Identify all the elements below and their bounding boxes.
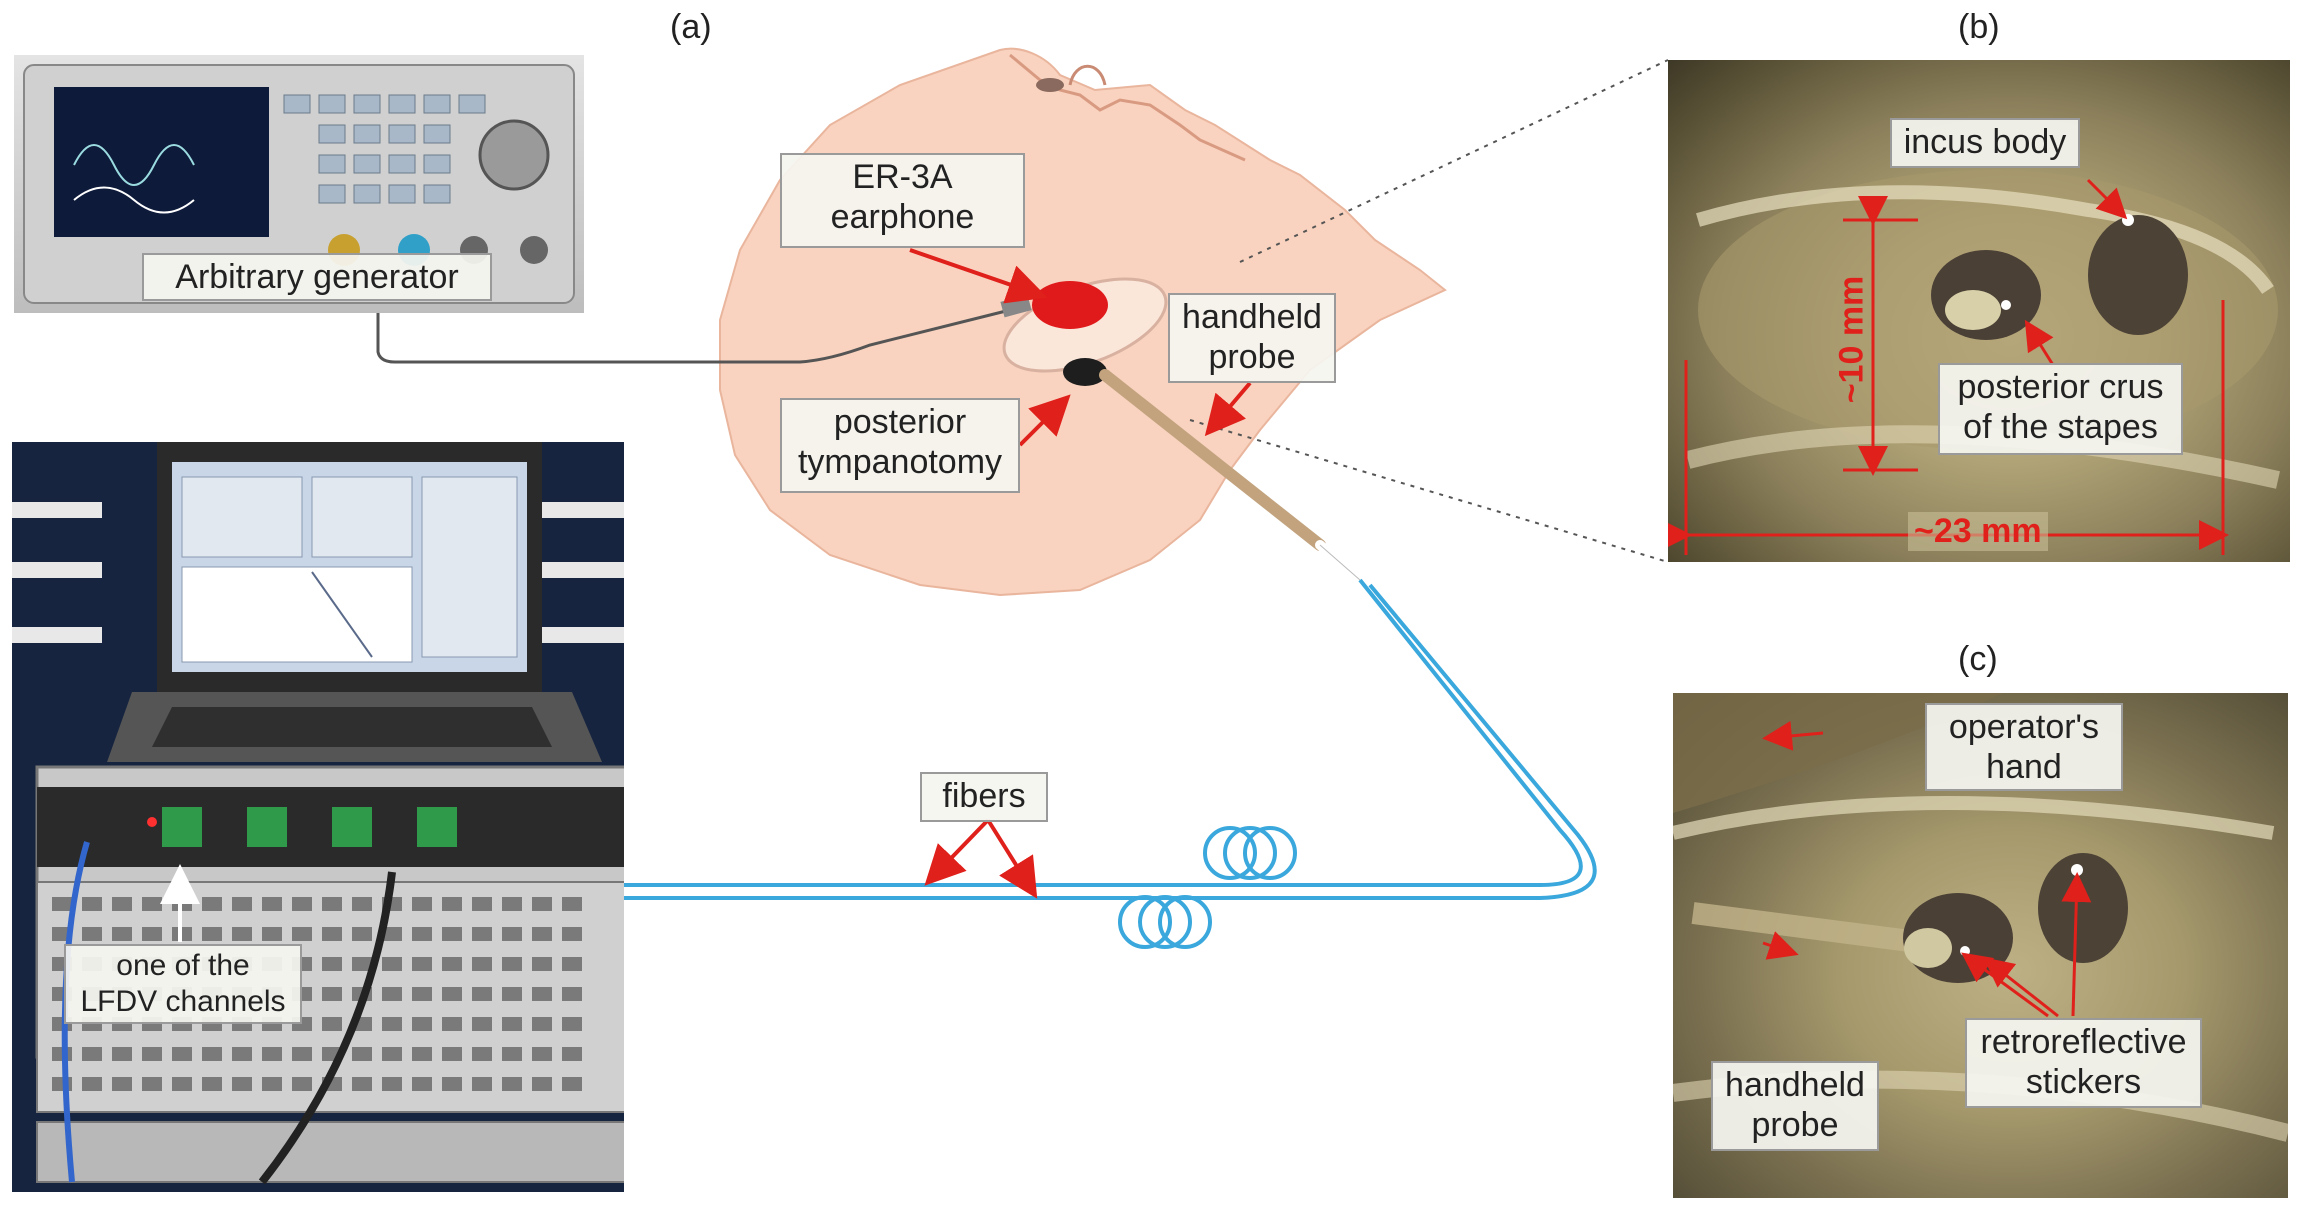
eye [1036,78,1064,92]
retroreflective-line1: retroreflective [1980,1023,2187,1061]
earphone-label-line1: ER-3A [852,158,953,196]
posterior-crus-line2: of the stapes [1963,408,2158,446]
earphone-label-line2: earphone [830,198,975,236]
probe-arrow [1204,381,1252,437]
operators-hand-label: operator's hand [1925,703,2123,791]
posterior-crus-label: posterior crus of the stapes [1938,363,2183,455]
tympanotomy-opening [1063,358,1107,386]
earphone-arrow [909,248,1048,304]
fibers-arrow-right [986,818,1038,899]
lfdv-label-line2: LFDV channels [80,985,286,1018]
fibers-label: fibers [920,772,1048,822]
panel-label-a: (a) [670,8,712,46]
tympanotomy-line1: posterior [833,403,967,441]
zoom-line-bottom [1189,419,1669,563]
handheld-probe-line2: probe [1208,338,1296,376]
handheld-probe-c-label: handheld probe [1711,1061,1879,1151]
generator-knob [478,119,550,191]
panel-b-photo: incus body posterior crus of the stapes … [1668,60,2290,562]
tympanotomy-line2: tympanotomy [797,443,1003,481]
generator-cable [376,300,1011,364]
dim-vertical-text: ~10 mm [1832,275,1871,404]
incus-cavity [2088,215,2188,335]
generator-photo: Arbitrary generator [14,55,584,313]
handheld-probe-c-line2: probe [1751,1106,1839,1144]
fibers-bundle [175,578,1597,949]
fibers-arrow-left [924,818,990,886]
handheld-probe-c-line1: handheld [1725,1066,1865,1104]
lfdv-channel-label: one of the LFDV channels [64,944,302,1024]
operators-hand-line2: hand [1986,748,2062,786]
panel-c-photo: operator's hand handheld probe retrorefl… [1673,693,2288,1198]
posterior-tympanotomy-label: posterior tympanotomy [780,398,1020,493]
earphone-label: ER-3A earphone [780,153,1025,248]
lfdv-label-line1: one of the [116,949,250,982]
retroreflective-label: retroreflective stickers [1965,1018,2202,1108]
posterior-crus-line1: posterior crus [1957,368,2164,406]
handheld-probe-line1: handheld [1182,298,1322,336]
incus-body-label: incus body [1890,118,2080,168]
operators-hand-line1: operator's [1948,708,2100,746]
panel-label-c: (c) [1958,640,1998,678]
handheld-probe-label: handheld probe [1168,293,1336,383]
lfdv-photo: one of the LFDV channels [12,442,624,1192]
retroreflective-line2: stickers [2025,1063,2142,1101]
tympanotomy-arrow [1018,394,1071,447]
arbitrary-generator-label: Arbitrary generator [142,253,492,301]
dim-horizontal-text: ~23 mm [1908,512,2048,551]
incus-cavity-c [2038,853,2128,963]
ear-outline [1068,64,1107,86]
earphone-icon [1032,281,1108,329]
zoom-line-top [1239,59,1669,263]
generator-screen [54,87,269,237]
annotation-arrows [909,248,1252,899]
handheld-probe [1099,369,1326,551]
panel-label-b: (b) [1958,8,2000,46]
